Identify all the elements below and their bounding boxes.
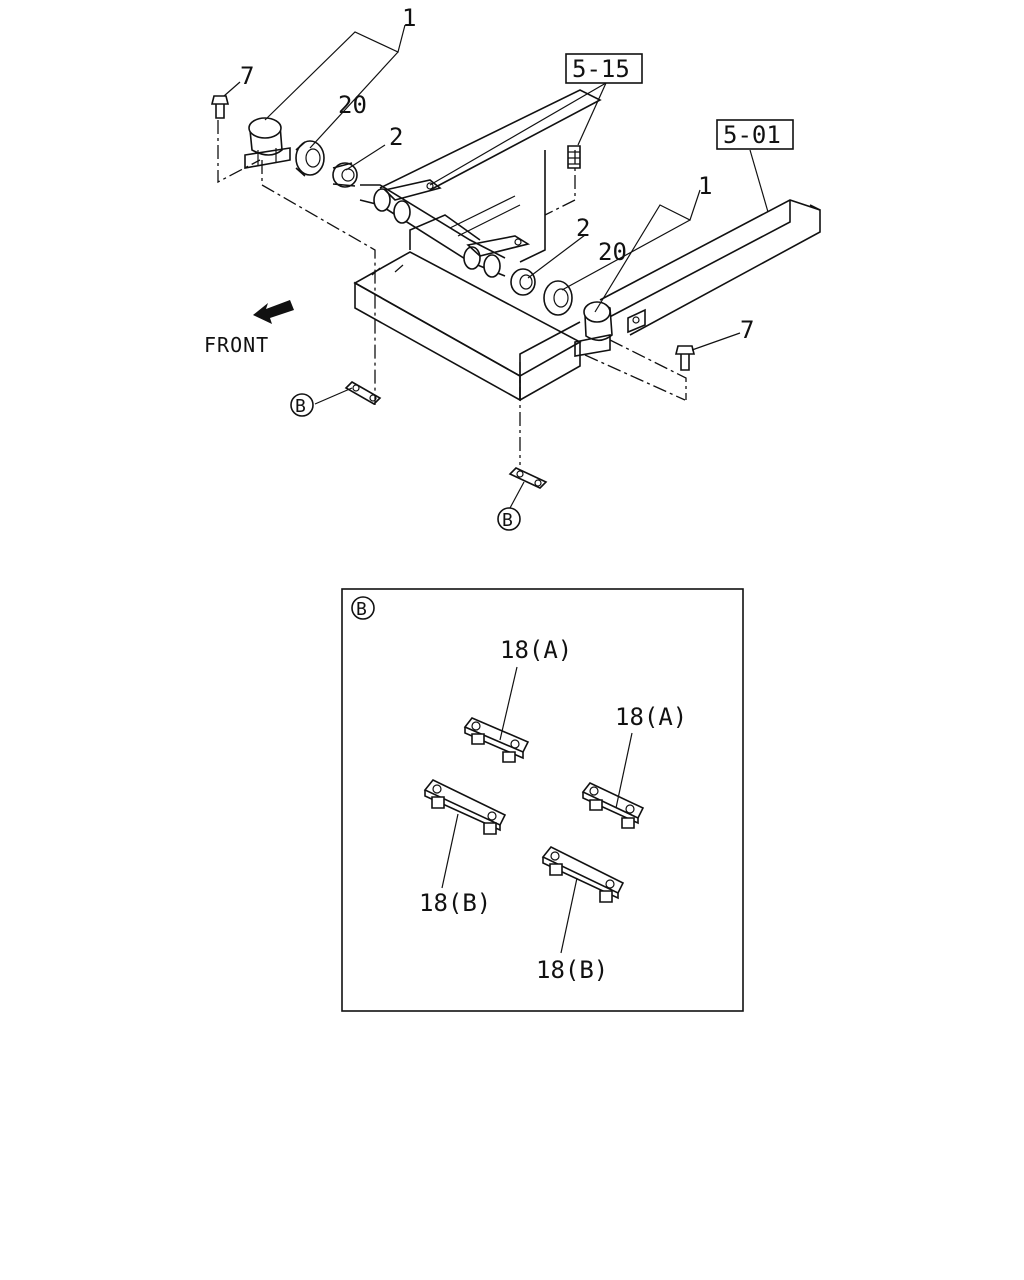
front-label: FRONT xyxy=(204,333,269,357)
detail-marker-bottom: B xyxy=(497,507,521,531)
retainer-plate-bottom xyxy=(508,467,548,489)
plate-18b-1 xyxy=(423,779,507,835)
front-direction: FRONT xyxy=(204,300,294,357)
leader-lines xyxy=(223,24,769,509)
front-arrow-icon xyxy=(253,300,294,324)
detail-marker-bottom-label: B xyxy=(502,510,513,531)
label-18a-1: 18(A) xyxy=(500,636,572,664)
plate-18b-2 xyxy=(541,845,625,903)
detail-box-marker: B xyxy=(356,599,367,620)
reference-5-01: 5-01 xyxy=(716,119,794,150)
callout-7-left: 7 xyxy=(240,62,254,90)
label-18b-2: 18(B) xyxy=(536,956,608,984)
ref-5-15-label: 5-15 xyxy=(572,55,630,83)
callout-2-top: 2 xyxy=(389,123,403,151)
ref-5-01-label: 5-01 xyxy=(723,121,781,149)
plate-18a-1 xyxy=(463,717,530,763)
callouts: 1 20 2 7 1 2 20 7 xyxy=(240,4,754,344)
detail-marker-left-label: B xyxy=(295,396,306,417)
callout-20-right: 20 xyxy=(598,238,627,266)
label-18a-2: 18(A) xyxy=(615,703,687,731)
detail-box-b: B xyxy=(341,588,744,1012)
label-18b-1: 18(B) xyxy=(419,889,491,917)
left-bushing-assembly xyxy=(210,95,358,188)
assembly-lines xyxy=(217,120,687,465)
detail-marker-left: B xyxy=(290,393,314,417)
side-rail xyxy=(599,199,821,336)
retainer-plate-left xyxy=(344,381,382,405)
plate-18a-2 xyxy=(581,782,645,829)
callout-2-right: 2 xyxy=(576,214,590,242)
callout-20-top: 20 xyxy=(338,91,367,119)
right-bushing-assembly xyxy=(510,145,696,371)
reference-5-15: 5-15 xyxy=(565,53,643,84)
callout-1-right: 1 xyxy=(698,172,712,200)
callout-7-right: 7 xyxy=(740,316,754,344)
callout-1-top: 1 xyxy=(402,4,416,32)
